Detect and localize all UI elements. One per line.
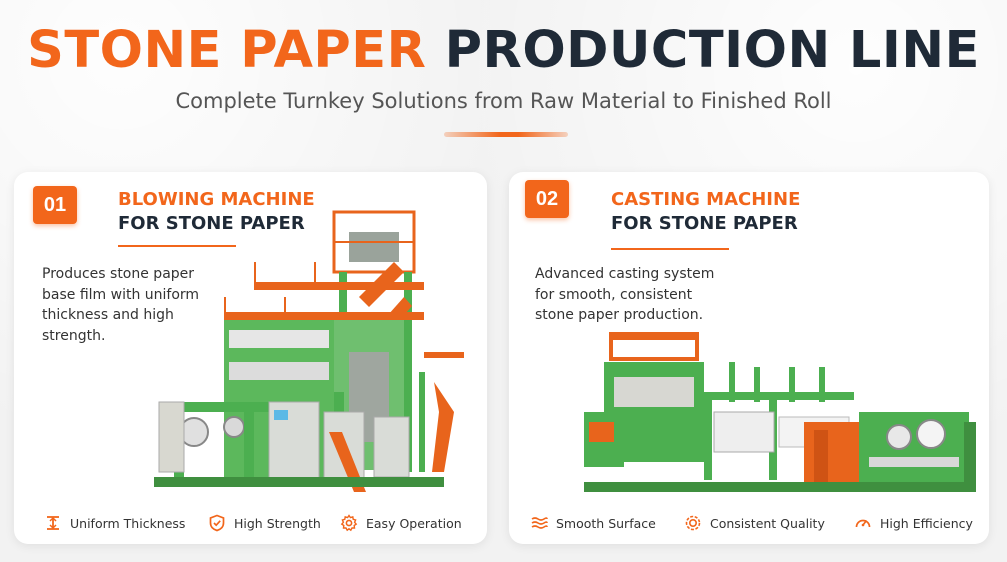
card-title-line1: BLOWING MACHINE: [118, 189, 315, 210]
feature-label: Easy Operation: [366, 515, 462, 531]
card-description: Advanced casting system for smooth, cons…: [535, 266, 715, 323]
card-blowing-machine: 01 BLOWING MACHINE FOR STONE PAPER Produ…: [14, 172, 487, 544]
blowing-machine-illustration: [154, 210, 464, 492]
card-title: CASTING MACHINE FOR STONE PAPER: [611, 188, 800, 236]
card-number-badge: 01: [33, 186, 77, 224]
card-title-line1: CASTING MACHINE: [611, 189, 801, 210]
feature-item: Easy Operation: [340, 509, 462, 537]
page-title: STONE PAPER PRODUCTION LINE: [0, 20, 1007, 82]
page-subtitle: Complete Turnkey Solutions from Raw Mate…: [175, 89, 832, 113]
header-divider: [444, 132, 568, 137]
feature-label: High Efficiency: [880, 515, 973, 531]
waves-icon: [531, 517, 548, 529]
feature-label: High Strength: [234, 515, 321, 531]
card-title-rule: [611, 248, 729, 250]
gear-icon: [340, 514, 358, 532]
feature-item: High Strength: [208, 509, 321, 537]
card-features: Smooth Surface Consistent Quality High E…: [509, 509, 989, 537]
quality-gear-icon: [685, 515, 701, 531]
card-title-rule: [118, 245, 236, 247]
gauge-icon: [855, 519, 871, 528]
shield-check-icon: [209, 514, 225, 532]
card-description: Produces stone paper base film with unif…: [42, 266, 200, 344]
feature-item: Consistent Quality: [684, 509, 825, 537]
card-number-badge: 02: [525, 180, 569, 218]
feature-label: Smooth Surface: [556, 515, 656, 531]
card-title-line2: FOR STONE PAPER: [611, 213, 798, 234]
feature-label: Consistent Quality: [710, 515, 825, 531]
feature-item: Smooth Surface: [530, 509, 656, 537]
card-casting-machine: 02 CASTING MACHINE FOR STONE PAPER Advan…: [509, 172, 989, 544]
casting-machine-illustration: [584, 332, 976, 492]
title-main: PRODUCTION LINE: [444, 21, 980, 80]
card-title: BLOWING MACHINE FOR STONE PAPER: [118, 188, 315, 236]
page-header: STONE PAPER PRODUCTION LINE Complete Tur…: [0, 0, 1007, 150]
thickness-icon: [47, 516, 59, 530]
feature-item: Uniform Thickness: [44, 509, 185, 537]
card-title-line2: FOR STONE PAPER: [118, 213, 305, 234]
title-accent: STONE PAPER: [27, 21, 427, 80]
feature-item: High Efficiency: [854, 509, 973, 537]
card-features: Uniform Thickness High Strength Easy Ope…: [14, 509, 487, 537]
feature-label: Uniform Thickness: [70, 515, 186, 531]
